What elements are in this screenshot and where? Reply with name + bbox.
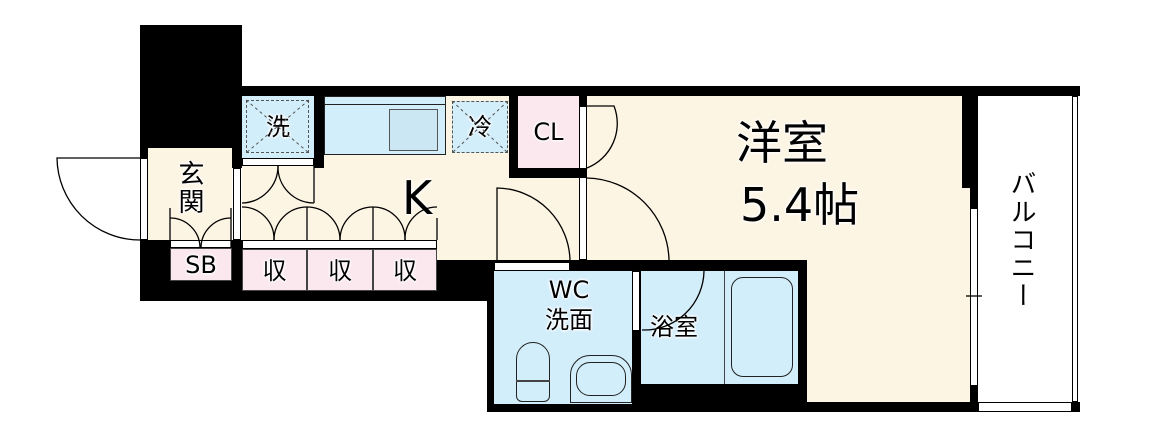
- room-entrance-upper: [160, 148, 232, 158]
- storage-1-label: 収: [262, 257, 287, 285]
- wall-entrance-kitchen: [232, 148, 242, 168]
- storage-3[interactable]: [373, 249, 437, 291]
- toilet-seat-line: [516, 380, 550, 382]
- western-room-label-1: 洋室: [736, 116, 828, 170]
- balcony-corner: [1072, 402, 1080, 412]
- wall-washer-right: [314, 86, 324, 168]
- wall-western-mid: [579, 168, 587, 178]
- room-closet[interactable]: [518, 96, 579, 168]
- kitchen-counter-line: [324, 104, 446, 105]
- room-kitchen-hall: [490, 168, 580, 260]
- kitchen-sink-icon: [389, 109, 438, 151]
- storage-door-strip: [242, 240, 437, 249]
- room-shoe-box[interactable]: [170, 248, 232, 281]
- bathroom-label: 浴室: [650, 313, 698, 341]
- western-door-frame: [579, 106, 587, 260]
- room-balcony[interactable]: [978, 96, 1072, 402]
- entrance-door-arc: [56, 157, 141, 241]
- wall-right-upper: [962, 86, 978, 188]
- storage-2-label: 収: [328, 257, 352, 285]
- storage-3-label: 収: [393, 257, 417, 285]
- wall-sb-kitchen: [232, 240, 242, 291]
- balcony-label: バルコニー: [1006, 170, 1036, 310]
- wall-right-strip: [970, 188, 978, 208]
- bath-divider: [724, 271, 725, 384]
- balcony-window[interactable]: [970, 208, 978, 386]
- entrance-label: 玄関: [174, 160, 204, 216]
- toilet-icon: [516, 342, 550, 402]
- entrance-kitchen-opening: [233, 168, 241, 240]
- kitchen-label: K: [402, 171, 433, 225]
- entrance-door-frame: [140, 158, 148, 240]
- fridge-label: 冷: [468, 113, 492, 141]
- wc-label-1: WC: [548, 276, 590, 304]
- balcony-rail-right: [1072, 96, 1078, 402]
- wall-right-lower: [970, 386, 978, 412]
- storage-2[interactable]: [307, 249, 373, 291]
- wc-door-strip: [494, 262, 570, 271]
- wall-pillar-top-left: [140, 25, 242, 148]
- washer-label: 洗: [266, 113, 290, 141]
- closet-label: CL: [533, 118, 564, 146]
- washer-door-strip: [242, 158, 314, 166]
- washbasin-bowl: [576, 362, 626, 396]
- sb-door-strip: [170, 240, 232, 248]
- balcony-rail-bottom: [978, 402, 1072, 412]
- shoe-box-label: SB: [185, 251, 217, 279]
- bathtub-icon: [731, 277, 793, 377]
- wall-top: [242, 86, 1080, 96]
- bath-door-frame: [632, 271, 640, 331]
- storage-1[interactable]: [242, 249, 307, 291]
- wc-label-2: 洗面: [545, 306, 593, 334]
- western-room-label-2: 5.4帖: [740, 178, 860, 232]
